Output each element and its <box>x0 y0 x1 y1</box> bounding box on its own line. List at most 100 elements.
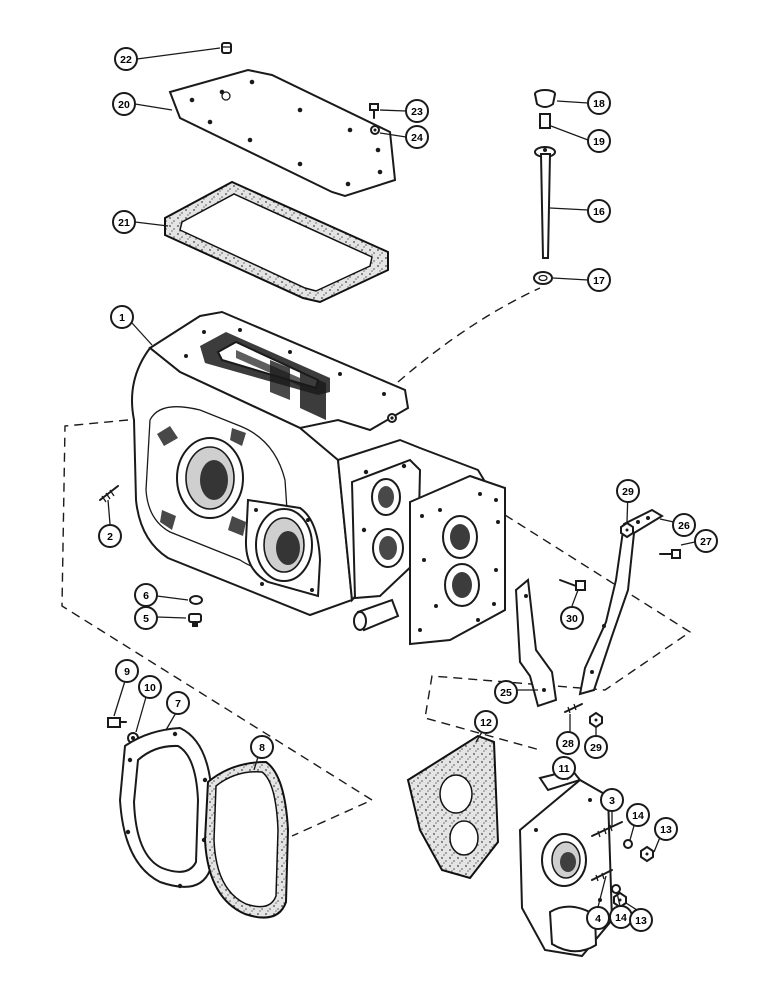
transmission-housing <box>131 310 506 646</box>
callout-label: 14 <box>615 912 627 924</box>
bracket-25 <box>514 578 558 708</box>
callout-label: 24 <box>411 132 423 144</box>
callout-27[interactable]: 27 <box>694 529 718 553</box>
stud-4 <box>591 869 613 882</box>
callout-1[interactable]: 1 <box>110 305 134 329</box>
callout-label: 11 <box>558 763 569 775</box>
callout-label: 8 <box>259 742 265 754</box>
stud-2 <box>99 485 119 503</box>
callout-2[interactable]: 2 <box>98 524 122 548</box>
callout-6[interactable]: 6 <box>134 583 158 607</box>
callout-28[interactable]: 28 <box>556 731 580 755</box>
callout-30[interactable]: 30 <box>560 606 584 630</box>
callout-label: 16 <box>593 206 605 218</box>
callout-label: 29 <box>590 742 602 754</box>
top-cover-plate <box>168 68 397 198</box>
dipstick-16 <box>534 146 556 259</box>
nut-29-lower <box>589 711 603 729</box>
callout-label: 5 <box>143 613 149 625</box>
washer-24 <box>370 125 380 135</box>
drain-plug-5 <box>188 613 202 627</box>
callout-label: 28 <box>562 738 574 750</box>
callout-22[interactable]: 22 <box>114 47 138 71</box>
callout-label: 13 <box>635 915 647 927</box>
callout-label: 30 <box>566 613 578 625</box>
left-cover-guide-line <box>61 419 374 837</box>
callout-7[interactable]: 7 <box>166 691 190 715</box>
stud-28 <box>564 703 583 714</box>
callout-4[interactable]: 4 <box>586 906 610 930</box>
plug-22 <box>221 42 232 54</box>
gasket-12 <box>406 734 500 880</box>
callout-label: 1 <box>119 312 125 324</box>
callout-label: 23 <box>411 106 423 118</box>
callout-23[interactable]: 23 <box>405 99 429 123</box>
callout-29-upper[interactable]: 29 <box>616 479 640 503</box>
bracket-26 <box>578 508 664 696</box>
callout-3[interactable]: 3 <box>600 788 624 812</box>
callout-16[interactable]: 16 <box>587 199 611 223</box>
washer-14-lower <box>611 884 621 894</box>
callout-label: 29 <box>622 486 634 498</box>
callout-label: 7 <box>175 698 181 710</box>
callout-label: 26 <box>678 520 690 532</box>
washer-14-upper <box>623 839 633 849</box>
nut-13-upper <box>640 845 654 863</box>
cap-screw-30 <box>559 579 586 591</box>
callout-24[interactable]: 24 <box>405 125 429 149</box>
callout-29-lower[interactable]: 29 <box>584 735 608 759</box>
callout-label: 10 <box>144 682 156 694</box>
callout-5[interactable]: 5 <box>134 606 158 630</box>
callout-11[interactable]: 11 <box>552 756 576 780</box>
callout-label: 21 <box>118 217 130 229</box>
callout-label: 9 <box>124 666 130 678</box>
callouts: 22 20 21 23 24 18 19 16 17 1 2 6 5 9 10 … <box>98 47 718 932</box>
nut-29-upper <box>620 521 634 539</box>
assembly-guide-lines <box>61 287 692 837</box>
callout-8[interactable]: 8 <box>250 735 274 759</box>
callout-19[interactable]: 19 <box>587 129 611 153</box>
callout-label: 27 <box>700 536 712 548</box>
callout-label: 17 <box>593 275 605 287</box>
stud-3 <box>591 821 623 838</box>
callout-17[interactable]: 17 <box>587 268 611 292</box>
callout-label: 12 <box>480 717 492 729</box>
callout-label: 13 <box>660 824 672 836</box>
callout-label: 6 <box>143 590 149 602</box>
callout-13-lower[interactable]: 13 <box>629 908 653 932</box>
side-cover-7 <box>118 726 214 889</box>
callout-label: 19 <box>593 136 605 148</box>
callout-26[interactable]: 26 <box>672 513 696 537</box>
top-cover-gasket <box>164 180 389 304</box>
breather-cap-18 <box>534 89 556 108</box>
callout-9[interactable]: 9 <box>115 659 139 683</box>
screw-23 <box>369 103 379 119</box>
dipstick-guide-line <box>397 287 541 383</box>
sleeve-19 <box>539 113 551 129</box>
washer-6 <box>189 595 203 605</box>
callout-14-upper[interactable]: 14 <box>626 803 650 827</box>
callout-label: 3 <box>609 795 615 807</box>
callout-21[interactable]: 21 <box>112 210 136 234</box>
callout-10[interactable]: 10 <box>138 675 162 699</box>
callout-25[interactable]: 25 <box>494 680 518 704</box>
callout-label: 20 <box>118 99 130 111</box>
right-cover-guide-line <box>424 514 692 751</box>
callout-20[interactable]: 20 <box>112 92 136 116</box>
cap-screw-27 <box>659 549 681 559</box>
callout-18[interactable]: 18 <box>587 91 611 115</box>
callout-label: 4 <box>595 913 601 925</box>
callout-label: 25 <box>500 687 512 699</box>
callout-13-upper[interactable]: 13 <box>654 817 678 841</box>
callout-14-lower[interactable]: 14 <box>609 905 633 929</box>
cap-screw-9 <box>107 717 127 728</box>
seal-ring-17 <box>533 271 553 285</box>
side-cover-gasket-8 <box>203 760 290 919</box>
callout-label: 18 <box>593 98 605 110</box>
callout-label: 2 <box>107 531 113 543</box>
housing-cover-11 <box>518 768 614 958</box>
callout-label: 14 <box>632 810 644 822</box>
callout-label: 22 <box>120 54 132 66</box>
callout-12[interactable]: 12 <box>474 710 498 734</box>
